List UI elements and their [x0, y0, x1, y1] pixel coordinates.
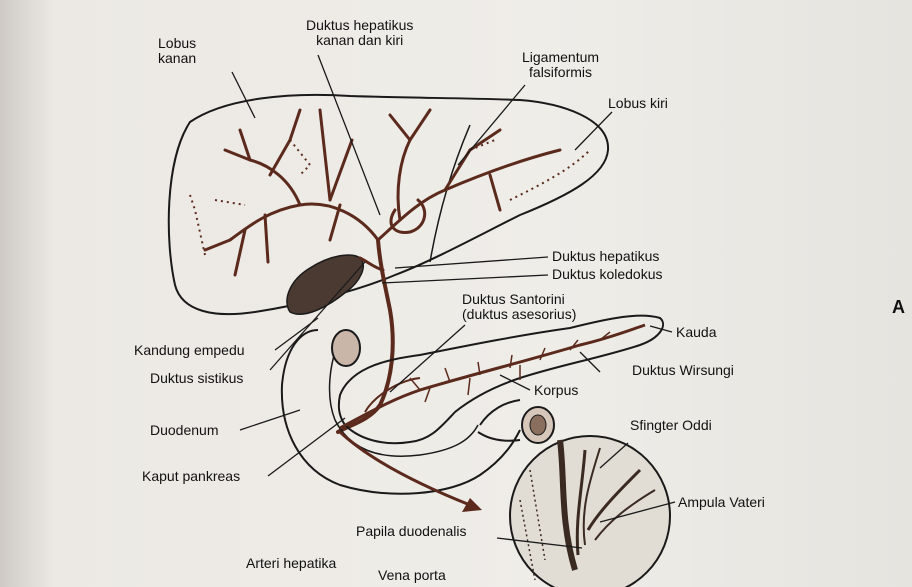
arrow-head	[462, 498, 482, 512]
label-lobus-kanan-line2: kanan	[158, 51, 196, 66]
label-duktus-wirsungi: Duktus Wirsungi	[632, 363, 734, 378]
label-ampula-vateri: Ampula Vateri	[678, 495, 765, 510]
label-duktus-hepatikus-kanan-kiri-line2: kanan dan kiri	[306, 33, 413, 48]
label-lobus-kiri: Lobus kiri	[608, 96, 668, 111]
label-kaput-pankreas: Kaput pankreas	[142, 469, 240, 484]
label-duktus-santorini: Duktus Santorini (duktus asesorius)	[462, 292, 576, 322]
label-duktus-koledokus: Duktus koledokus	[552, 267, 663, 282]
duodenum-outline	[282, 330, 520, 494]
label-papila-duodenalis: Papila duodenalis	[356, 524, 467, 539]
liver-outline	[169, 95, 608, 314]
gallbladder	[287, 255, 363, 314]
label-duktus-sistikus: Duktus sistikus	[150, 371, 243, 386]
label-duktus-hepatikus: Duktus hepatikus	[552, 249, 659, 264]
label-kauda: Kauda	[676, 325, 716, 340]
label-ligamentum-line2: falsiformis	[522, 65, 599, 80]
label-ligamentum-line1: Ligamentum	[522, 50, 599, 65]
panel-letter: A	[892, 300, 905, 315]
label-lobus-kanan-line1: Lobus	[158, 36, 196, 51]
label-duktus-santorini-line2: (duktus asesorius)	[462, 307, 576, 322]
santorini-duct	[365, 378, 420, 412]
label-sfingter-oddi: Sfingter Oddi	[630, 418, 712, 433]
label-duktus-santorini-line1: Duktus Santorini	[462, 292, 576, 307]
label-duodenum: Duodenum	[150, 423, 219, 438]
label-ligamentum-falsiformis: Ligamentum falsiformis	[522, 50, 599, 80]
label-vena-porta: Vena porta	[378, 568, 446, 583]
label-korpus: Korpus	[534, 383, 578, 398]
label-duktus-hepatikus-kanan-kiri: Duktus hepatikus kanan dan kiri	[306, 18, 413, 48]
vessel-section	[332, 330, 360, 366]
label-duktus-hepatikus-kanan-kiri-line1: Duktus hepatikus	[306, 18, 413, 33]
label-arteri-hepatika: Arteri hepatika	[246, 556, 336, 571]
label-kandung-empedu: Kandung empedu	[134, 343, 245, 358]
magnified-ampulla	[510, 436, 670, 587]
label-lobus-kanan: Lobus kanan	[158, 36, 196, 66]
duodenum-tube	[478, 400, 520, 441]
